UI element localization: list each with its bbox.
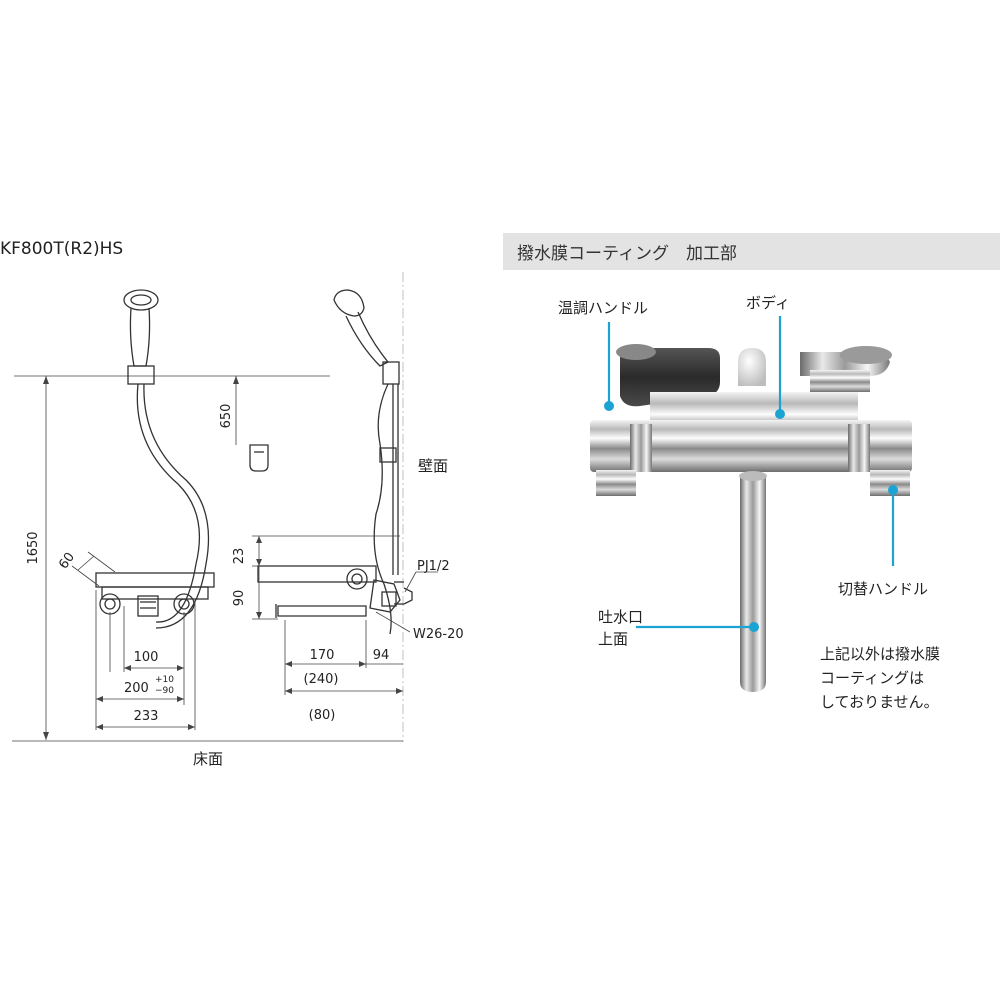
dim-1650: 1650 xyxy=(26,531,41,564)
dim-100: 100 xyxy=(134,650,159,665)
shower-handle-side xyxy=(345,311,390,367)
banner xyxy=(503,233,1000,270)
technical-drawing: 1650 650 xyxy=(12,272,464,768)
coating-note: 上記以外は撥水膜 コーティングは しておりません。 xyxy=(820,645,940,711)
banner-title: 撥水膜コーティング 加工部 xyxy=(517,244,737,264)
pipe-thread-label: PJ1/2 xyxy=(417,559,450,574)
callout-switch-handle: 切替ハンドル xyxy=(838,580,928,598)
temp-handle-block xyxy=(620,348,720,407)
eccentric-left xyxy=(99,593,121,615)
callout-body: ボディ xyxy=(746,294,790,312)
hose-thread-label: W26-20 xyxy=(413,627,464,642)
wall-label: 壁面 xyxy=(418,457,448,475)
dim-60: 60 xyxy=(56,550,78,572)
shower-head-side xyxy=(333,289,365,317)
hose-front xyxy=(136,383,201,623)
note-line2: コーティングは xyxy=(820,669,924,687)
mixer-body-front xyxy=(95,572,215,588)
note-line3: しておりません。 xyxy=(820,693,939,711)
front-view xyxy=(95,289,215,629)
dim-90: 90 xyxy=(232,590,247,607)
floor-label: 床面 xyxy=(193,750,223,768)
spout-side xyxy=(277,605,367,617)
dim-200-tol-minus: −90 xyxy=(155,686,174,696)
mixer-housing xyxy=(590,420,912,472)
shower-holder-side xyxy=(382,361,400,385)
model-name: KF800T(R2)HS xyxy=(0,239,123,259)
dim-94: 94 xyxy=(373,648,390,663)
note-line1: 上記以外は撥水膜 xyxy=(820,645,940,663)
dim-650: 650 xyxy=(219,404,234,429)
body-cap xyxy=(738,348,766,386)
shower-head-front xyxy=(123,289,159,311)
dim-200-tol-plus: +10 xyxy=(155,675,174,685)
hose-side xyxy=(373,383,392,635)
shower-holder-front xyxy=(127,365,155,385)
dim-170: 170 xyxy=(310,648,335,663)
dim-80: (80) xyxy=(309,708,336,723)
side-view xyxy=(257,289,413,635)
spout xyxy=(740,476,766,692)
product-photo xyxy=(590,344,912,692)
spout-outlet-front xyxy=(137,595,159,617)
callout-spout-line1: 吐水口 xyxy=(598,608,643,626)
dim-200: 200 xyxy=(124,681,149,696)
shower-handle-front xyxy=(129,307,151,367)
callout-temp-handle: 温調ハンドル xyxy=(558,299,648,317)
dim-233: 233 xyxy=(134,709,159,724)
slide-bracket xyxy=(379,447,397,463)
mixer-body-side xyxy=(257,565,377,583)
wall-hook-front xyxy=(249,444,269,472)
callout-spout-line2: 上面 xyxy=(598,630,628,648)
dim-240: (240) xyxy=(304,672,339,687)
dim-23: 23 xyxy=(232,548,247,565)
